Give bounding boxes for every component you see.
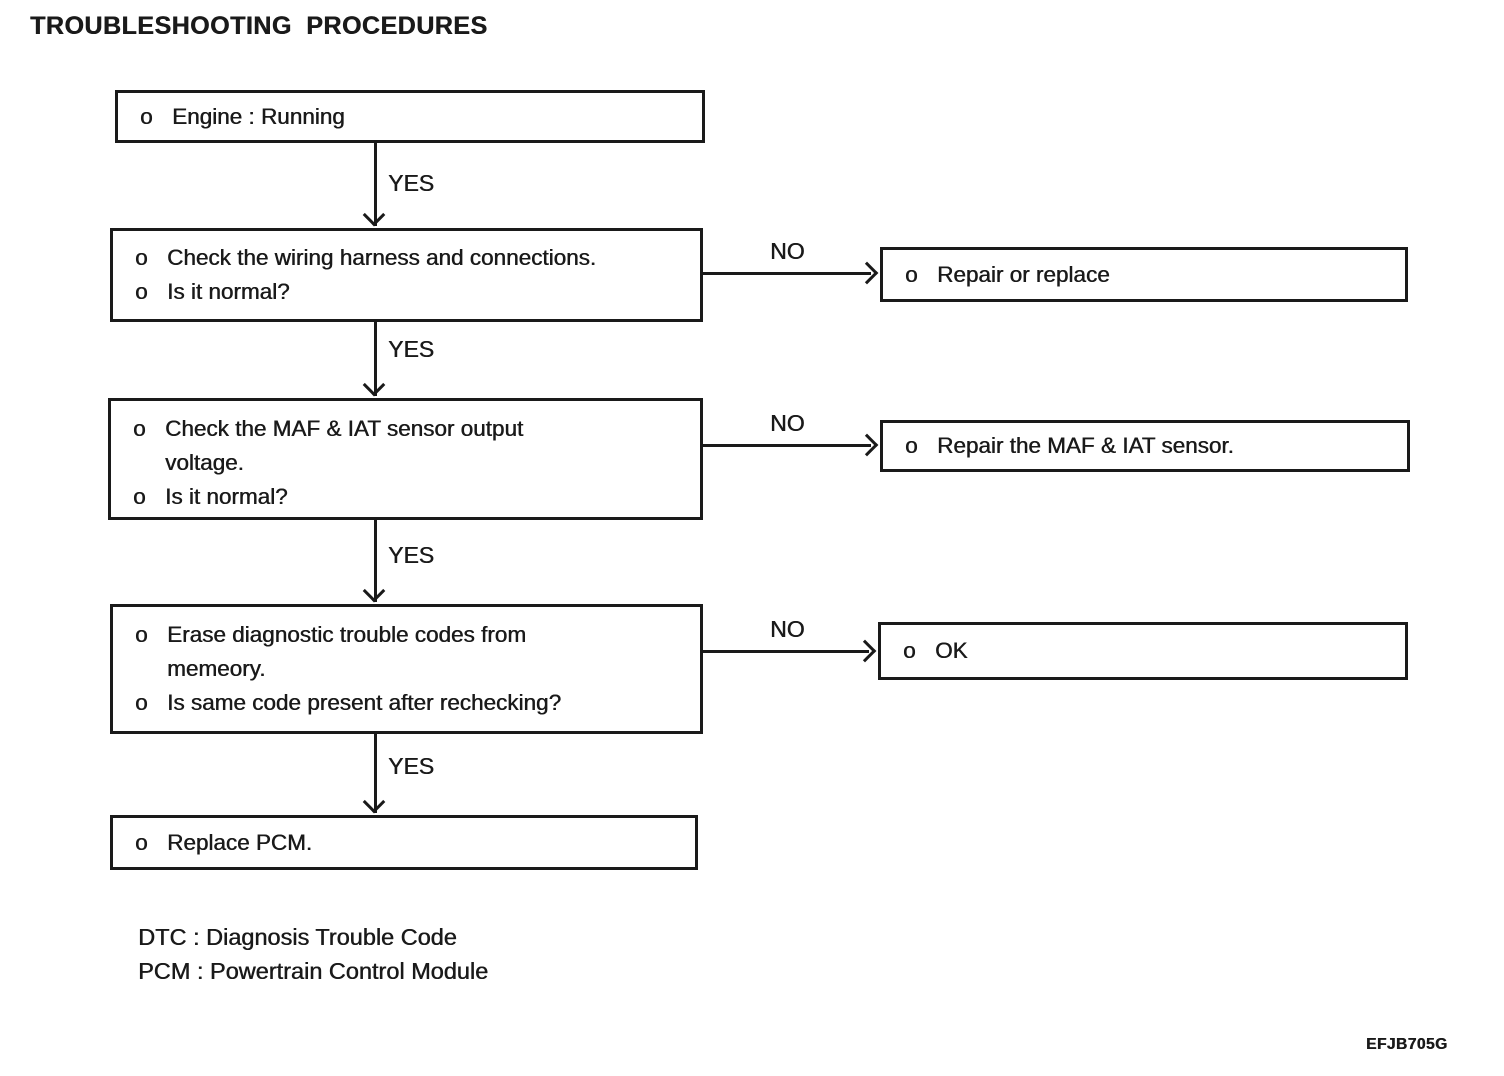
box-text: Is it normal? bbox=[165, 484, 288, 509]
page-title: TROUBLESHOOTING PROCEDURES bbox=[30, 12, 488, 40]
abbreviation-legend: DTC : Diagnosis Trouble Code PCM : Power… bbox=[138, 920, 488, 988]
bullet: o bbox=[133, 484, 146, 509]
box-text: Is it normal? bbox=[167, 279, 290, 304]
connector-line-down-4 bbox=[374, 734, 377, 813]
bullet bbox=[134, 652, 167, 686]
bullet: o bbox=[135, 690, 148, 715]
connector-line-down-1 bbox=[374, 143, 377, 226]
bullet: o bbox=[135, 829, 148, 855]
legend-pcm: PCM : Powertrain Control Module bbox=[138, 958, 489, 984]
arrow-down-icon bbox=[362, 790, 386, 814]
arrow-down-icon bbox=[362, 579, 386, 603]
arrow-down-icon bbox=[362, 203, 386, 227]
edge-label-yes-1: YES bbox=[388, 170, 435, 196]
flow-box-repair-maf-iat: o Repair the MAF & IAT sensor. bbox=[880, 420, 1410, 472]
box-text: Repair the MAF & IAT sensor. bbox=[937, 433, 1234, 458]
bullet bbox=[132, 446, 165, 480]
edge-label-yes-2: YES bbox=[388, 336, 435, 362]
arrow-right-icon bbox=[853, 639, 877, 663]
connector-line-no-3 bbox=[703, 650, 869, 653]
arrow-down-icon bbox=[362, 373, 386, 397]
box-text: voltage. bbox=[165, 450, 244, 475]
box-text: Is same code present after rechecking? bbox=[167, 690, 561, 715]
box-text: Engine : Running bbox=[172, 103, 345, 129]
bullet: o bbox=[135, 622, 148, 647]
bullet: o bbox=[135, 245, 148, 270]
edge-label-no-3: NO bbox=[770, 616, 805, 642]
box-text: Check the wiring harness and connections… bbox=[167, 245, 596, 270]
flow-box-ok: o OK bbox=[878, 622, 1408, 680]
edge-label-no-1: NO bbox=[770, 238, 805, 264]
arrow-right-icon bbox=[855, 433, 879, 457]
box-text: OK bbox=[935, 638, 968, 663]
bullet: o bbox=[903, 638, 916, 663]
bullet: o bbox=[905, 261, 918, 287]
bullet: o bbox=[140, 103, 153, 129]
edge-label-no-2: NO bbox=[770, 410, 805, 436]
connector-line-no-1 bbox=[703, 272, 871, 275]
connector-line-down-3 bbox=[374, 520, 377, 602]
box-text: Replace PCM. bbox=[167, 829, 313, 855]
bullet: o bbox=[905, 433, 918, 458]
box-text: Erase diagnostic trouble codes from bbox=[167, 622, 526, 647]
flow-box-replace-pcm: o Replace PCM. bbox=[110, 815, 698, 870]
connector-line-no-2 bbox=[703, 444, 871, 447]
flow-box-check-wiring: o Check the wiring harness and connectio… bbox=[110, 228, 703, 322]
arrow-right-icon bbox=[855, 261, 879, 285]
box-text: Check the MAF & IAT sensor output bbox=[165, 416, 524, 441]
figure-code: EFJB705G bbox=[1366, 1036, 1448, 1053]
bullet: o bbox=[133, 416, 146, 441]
box-text: Repair or replace bbox=[937, 261, 1110, 287]
flow-box-repair-or-replace: o Repair or replace bbox=[880, 247, 1408, 302]
edge-label-yes-3: YES bbox=[388, 542, 435, 568]
box-text: memeory. bbox=[167, 656, 266, 681]
edge-label-yes-4: YES bbox=[388, 753, 435, 779]
bullet: o bbox=[135, 279, 148, 304]
flow-box-engine-running: o Engine : Running bbox=[115, 90, 705, 143]
flow-box-check-maf-iat: o Check the MAF & IAT sensor output volt… bbox=[108, 398, 703, 520]
flow-box-erase-codes: o Erase diagnostic trouble codes from me… bbox=[110, 604, 703, 734]
connector-line-down-2 bbox=[374, 322, 377, 396]
legend-dtc: DTC : Diagnosis Trouble Code bbox=[138, 924, 457, 950]
